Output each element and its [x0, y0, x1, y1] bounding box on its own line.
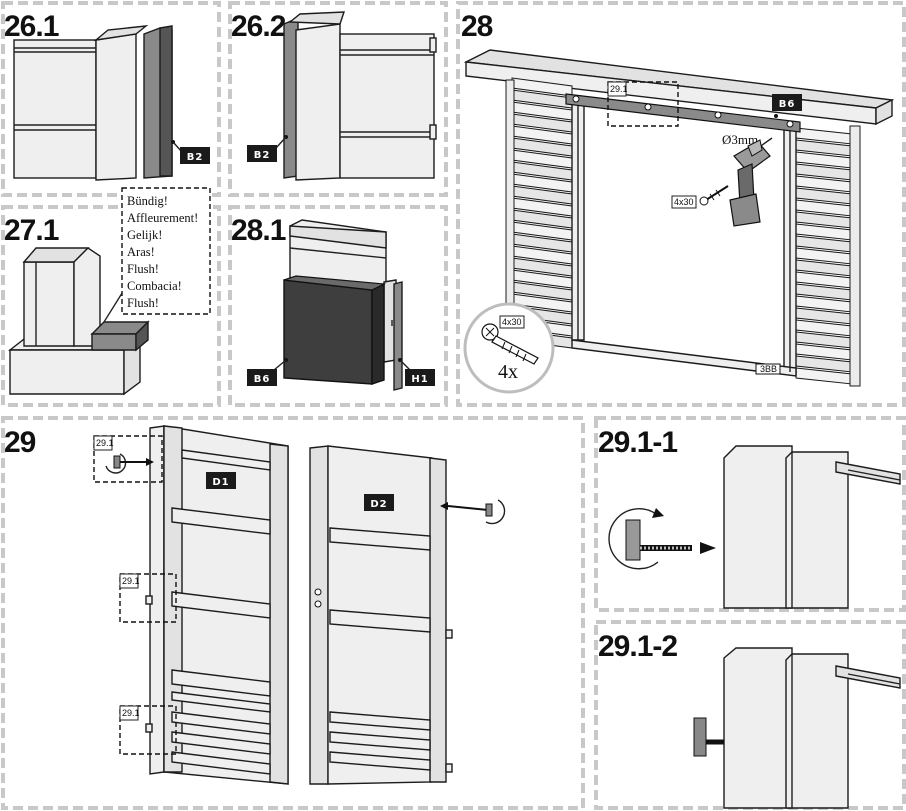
ref-29-1-label-bottom: 29.1: [122, 708, 140, 718]
part-tag-h1-28-1: H1: [405, 369, 435, 386]
hinge-pin-29-1-2: [693, 717, 724, 757]
flush-note-tr: Aras!: [127, 245, 155, 259]
panel-26-1: 26.1 B2: [1, 1, 221, 197]
corner-post-27-1: [22, 247, 101, 347]
part-tag-b2-label: B2: [254, 150, 271, 161]
flush-note-it: Combacia!: [127, 279, 182, 293]
panel-26-2: 26.2 B2: [228, 1, 448, 197]
step-label-29-1-2: 29.1-2: [598, 630, 677, 663]
wall-boards-26-2: [339, 33, 437, 179]
part-tag-b6-28-1: B6: [247, 369, 277, 386]
part-tag-d1: D1: [206, 472, 236, 489]
upper-boards-28-1: [289, 219, 397, 363]
step-label-28: 28: [461, 10, 493, 43]
stamp-28: 3BB: [755, 363, 781, 375]
step-label-26-1: 26.1: [4, 10, 59, 43]
flush-note-en2: Flush!: [127, 296, 159, 310]
wall-boards-26-1: [13, 39, 97, 179]
header-board-b6-28: [565, 93, 801, 133]
board-b6-28-1: [283, 275, 387, 385]
part-tag-h1-label: H1: [411, 374, 428, 385]
part-tag-d2: D2: [364, 494, 394, 511]
drill-28: Ø3mm: [722, 132, 773, 227]
step-label-29: 29: [4, 426, 36, 459]
ref-box-29-mid: 29.1: [119, 573, 177, 623]
flush-board-27-1: [90, 320, 150, 352]
ref-box-29-top: 29.1: [93, 435, 163, 483]
part-tag-b2-label: B2: [187, 152, 204, 163]
screw-size-label-badge: 4x30: [502, 317, 522, 327]
ref-29-1-label-top: 29.1: [96, 438, 114, 448]
stamp-label: 3BB: [760, 364, 777, 374]
part-tag-b2-26-1: B2: [180, 147, 210, 164]
hinge-pin-29-1-1: [608, 508, 716, 570]
drill-size-label: Ø3mm: [722, 132, 758, 147]
door-d2: [309, 445, 453, 785]
flush-note-en: Flush!: [127, 262, 159, 276]
part-tag-d2-label: D2: [370, 499, 387, 510]
ref-29-1-label-28: 29.1: [610, 84, 628, 94]
corner-post-26-1: [93, 25, 149, 181]
panel-28: 28 29.1: [456, 1, 906, 407]
board-b2-26-1: [143, 25, 173, 179]
panel-29: 29 D1: [1, 416, 585, 810]
screw-quantity-badge: 4x30 4x: [463, 302, 555, 394]
hinge-pin-d2: [440, 499, 506, 525]
flush-note-fr: Affleurement!: [127, 211, 198, 225]
panel-29-1-2: 29.1-2: [594, 620, 906, 810]
step-label-28-1: 28.1: [231, 214, 286, 247]
right-wall-28: [795, 125, 861, 387]
door-d1: [145, 425, 289, 785]
part-tag-d1-label: D1: [212, 477, 229, 488]
part-tag-b2-26-2: B2: [247, 145, 277, 162]
screw-quantity-label: 4x: [498, 361, 518, 383]
part-tag-b6-28: B6: [772, 94, 802, 118]
post-29-1-1: [723, 445, 901, 609]
flush-note-nl: Gelijk!: [127, 228, 162, 242]
step-label-27-1: 27.1: [4, 214, 59, 247]
ref-box-28: 29.1: [607, 81, 679, 127]
screw-28: 4x30: [671, 185, 729, 209]
wall-edge-post: [849, 125, 861, 387]
screw-size-label-28: 4x30: [674, 197, 694, 207]
flush-note-de: Bündig!: [127, 194, 168, 208]
post-h1-28-1: [393, 281, 403, 391]
panel-29-1-1: 29.1-1: [594, 416, 906, 612]
ref-box-29-bottom: 29.1: [119, 705, 177, 755]
ref-29-1-label-mid: 29.1: [122, 576, 140, 586]
panel-28-1: 28.1 B6 H1: [228, 205, 448, 407]
step-label-26-2: 26.2: [231, 10, 286, 43]
part-tag-b6-label: B6: [254, 374, 271, 385]
part-tag-b6-label-28: B6: [779, 99, 796, 110]
post-29-1-2: [723, 647, 901, 809]
step-label-29-1-1: 29.1-1: [598, 426, 677, 459]
flush-note: Bündig! Affleurement! Gelijk! Aras! Flus…: [121, 187, 211, 315]
corner-post-26-2: [288, 11, 345, 181]
